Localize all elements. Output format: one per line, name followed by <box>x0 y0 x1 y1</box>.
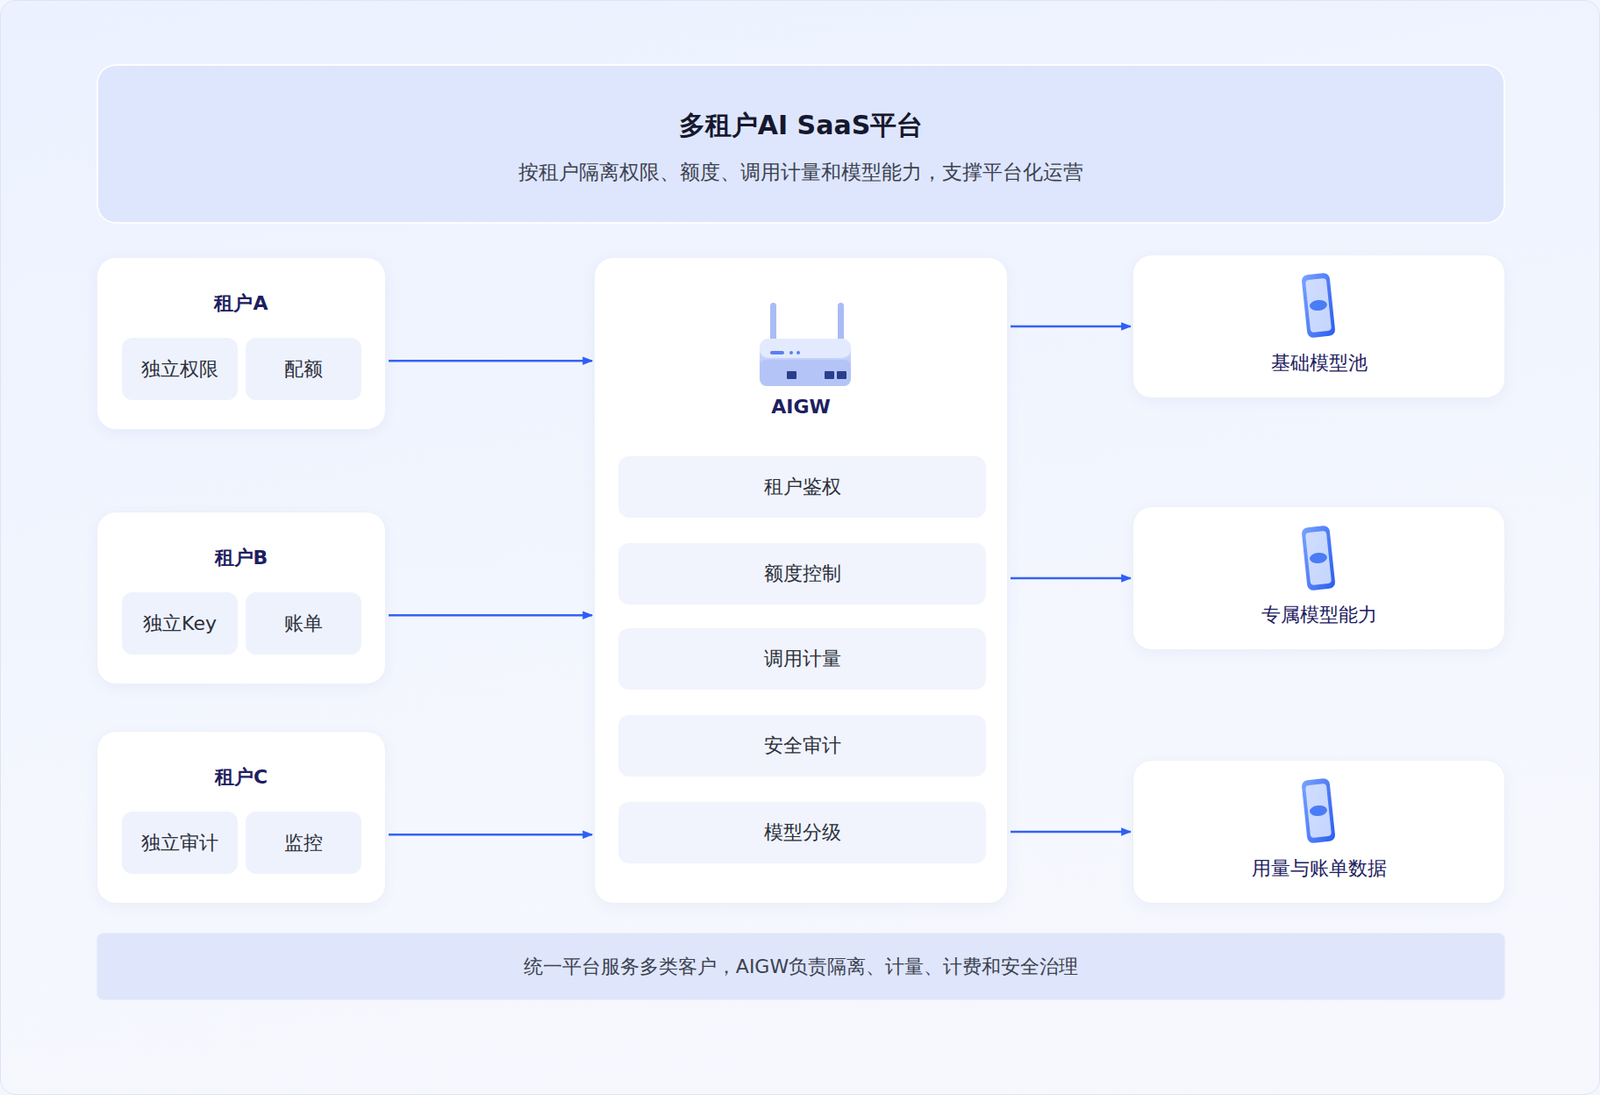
gateway-function: 租户鉴权 <box>618 456 986 518</box>
phone-icon <box>1300 272 1336 339</box>
router-port <box>824 371 835 379</box>
node-label: 租户鉴权 <box>618 474 986 500</box>
flow-arrow <box>388 833 593 836</box>
tenant-box: 独立权限配额 租户A <box>96 257 386 430</box>
phone-body <box>1300 272 1336 339</box>
node-label: 租户B <box>97 545 386 572</box>
router-icon <box>759 302 851 386</box>
router-light <box>770 350 785 355</box>
gateway-function: 调用计量 <box>618 628 986 690</box>
router-light <box>796 350 800 355</box>
cloud-symbol <box>1308 551 1328 565</box>
feature-pill: 独立Key <box>121 592 238 655</box>
flow-arrow <box>388 614 593 617</box>
flow-arrow <box>1010 830 1131 834</box>
cloud-symbol <box>1308 804 1328 817</box>
router-body <box>759 338 851 386</box>
phone-icon <box>1300 525 1336 592</box>
router-front <box>759 359 851 386</box>
node-label: 独立审计 <box>121 829 238 856</box>
summary-band: 统一平台服务多类客户，AIGW负责隔离、计量、计费和安全治理 <box>96 932 1506 1000</box>
node-label: 额度控制 <box>618 561 986 587</box>
title-band: 多租户AI SaaS平台按租户隔离权限、额度、调用计量和模型能力，支撑平台化运营 <box>96 64 1506 224</box>
feature-pill: 独立审计 <box>121 811 238 874</box>
node-label: 调用计量 <box>618 646 986 672</box>
flow-arrow <box>1010 577 1131 580</box>
node-label: 独立Key <box>121 610 238 636</box>
node-label: 账单 <box>245 610 362 636</box>
feature-pill: 账单 <box>245 592 362 655</box>
flow-arrow <box>388 359 593 363</box>
node-label: 租户C <box>97 764 386 791</box>
feature-pill: 独立权限 <box>121 337 238 400</box>
cloud-symbol <box>1308 299 1328 312</box>
node-label: 独立权限 <box>121 356 238 382</box>
node-subtitle: 按租户隔离权限、额度、调用计量和模型能力，支撑平台化运营 <box>98 159 1504 186</box>
phone-icon <box>1300 778 1336 844</box>
node-label: 安全审计 <box>618 733 986 759</box>
node-label: 模型分级 <box>618 820 986 846</box>
router-top <box>759 338 851 358</box>
node-label: 用量与账单数据 <box>1133 856 1505 882</box>
flow-arrow <box>1010 325 1131 329</box>
tenant-box: 独立Key 账单 租户B <box>96 511 386 685</box>
phone-screen <box>1305 278 1332 333</box>
router-port <box>786 371 797 379</box>
phone-screen <box>1305 783 1332 838</box>
node-label: 配额 <box>245 356 362 382</box>
router-port <box>836 371 847 379</box>
feature-pill: 监控 <box>245 811 362 874</box>
tenant-box: 独立审计监控 租户C <box>96 730 386 904</box>
node-label: 统一平台服务多类客户，AIGW负责隔离、计量、计费和安全治理 <box>97 954 1505 980</box>
node-label: 基础模型池 <box>1133 350 1505 377</box>
gateway-function: 安全审计 <box>618 714 986 777</box>
node-label: 租户A <box>97 291 386 317</box>
node-label: 监控 <box>245 829 362 856</box>
node-label: 多租户AI SaaS平台 <box>98 107 1504 143</box>
phone-screen <box>1305 530 1332 586</box>
node-label: AIGW <box>594 394 1008 421</box>
node-label: 专属模型能力 <box>1133 602 1505 629</box>
phone-body <box>1300 778 1336 844</box>
feature-pill: 配额 <box>245 337 362 400</box>
gateway-function: 模型分级 <box>618 801 986 864</box>
gateway-function: 额度控制 <box>618 542 986 605</box>
phone-body <box>1300 525 1336 592</box>
router-light <box>789 350 793 355</box>
